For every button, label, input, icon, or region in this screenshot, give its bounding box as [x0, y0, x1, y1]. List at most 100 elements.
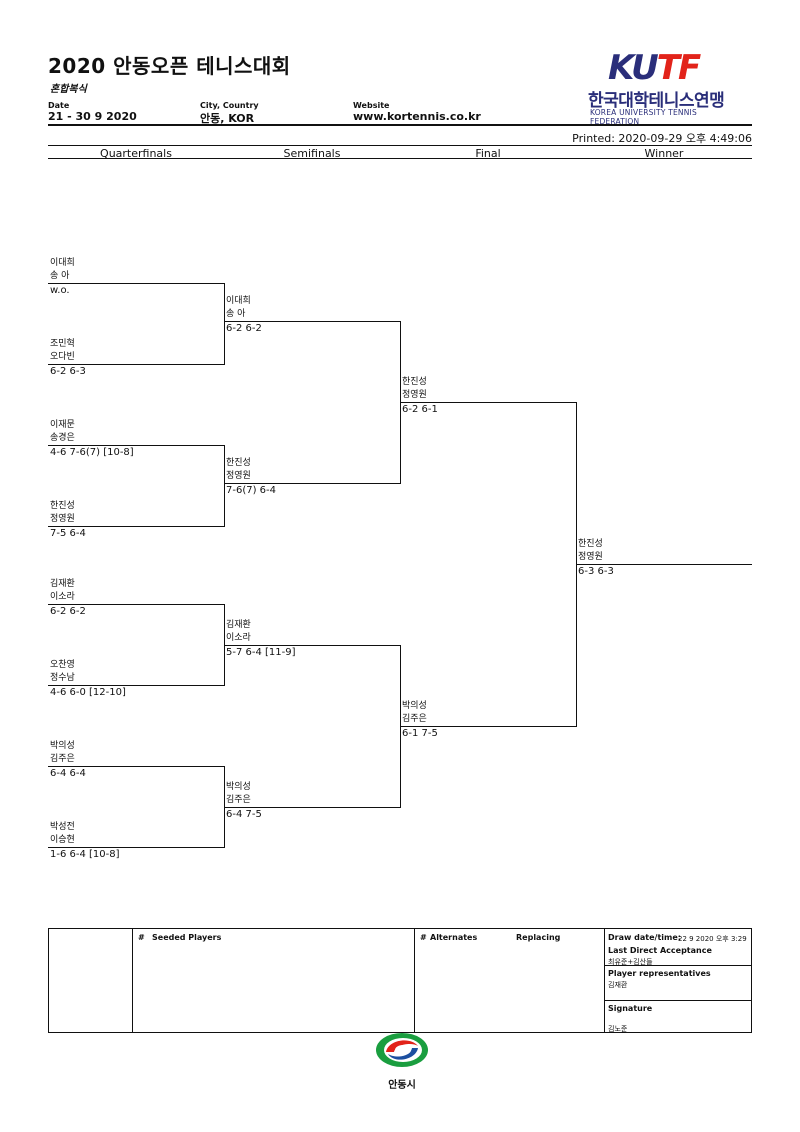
qf-entry-7-line [48, 766, 224, 767]
andong-city-logo: 안동시 [370, 1030, 434, 1091]
kutf-logo-letters: KUTF [608, 48, 701, 88]
player-representatives-label: Player representatives [608, 969, 711, 978]
final-entry-2-player1: 박의성 [402, 701, 427, 711]
qf-entry-4-score: 7-5 6-4 [50, 528, 86, 539]
event-subtitle: 혼합복식 [50, 84, 87, 95]
qf-entry-7-score: 6-4 6-4 [50, 768, 86, 779]
last-direct-acceptance-value: 최유준+김산들 [608, 958, 653, 966]
sf-entry-3-score: 5-7 6-4 [11-9] [226, 647, 296, 658]
qf-entry-8-line [48, 847, 224, 848]
sf-entry-1-player1: 이대희 [226, 296, 251, 306]
round-header-quarterfinals: Quarterfinals [100, 147, 172, 160]
qf-entry-6-score: 4-6 6-0 [12-10] [50, 687, 126, 698]
round-header-winner: Winner [644, 147, 684, 160]
qf-entry-5-player2: 이소라 [50, 592, 75, 602]
city-label: City, Country [200, 101, 259, 110]
sf-entry-4-line [224, 807, 400, 808]
footer-divider-5 [604, 1000, 752, 1001]
qf-entry-5-score: 6-2 6-2 [50, 606, 86, 617]
seeded-players-label: Seeded Players [152, 933, 222, 942]
date-value: 21 - 30 9 2020 [48, 110, 137, 123]
qf-entry-4-line [48, 526, 224, 527]
sf-entry-2-player1: 한진성 [226, 458, 251, 468]
winner-player2: 정영원 [578, 552, 603, 562]
player-representatives-value: 김재환 [608, 981, 628, 989]
qf-entry-3-score: 4-6 7-6(7) [10-8] [50, 447, 134, 458]
qf-entry-1-player2: 송 아 [50, 271, 70, 281]
signature-label: Signature [608, 1004, 653, 1013]
final-entry-1-player2: 정영원 [402, 390, 427, 400]
sf-entry-1-line [224, 321, 400, 322]
final-entry-2-line [400, 726, 576, 727]
qf-entry-1-score: w.o. [50, 285, 70, 296]
qf-entry-4-player1: 한진성 [50, 501, 75, 511]
round-header-final: Final [475, 147, 501, 160]
city-value: 안동, KOR [200, 112, 255, 125]
footer-divider-1 [132, 928, 133, 1033]
round-divider-bottom [48, 158, 752, 159]
sf-entry-4-player2: 김주은 [226, 795, 251, 805]
sf-entry-2-player2: 정영원 [226, 471, 251, 481]
qf-entry-7-player2: 김주은 [50, 754, 75, 764]
qf-entry-2-player2: 오다빈 [50, 352, 75, 362]
sf-entry-3-line [224, 645, 400, 646]
replacing-label: Replacing [516, 933, 561, 942]
website-label: Website [353, 101, 390, 110]
draw-datetime-label: Draw date/time: [608, 933, 681, 942]
qf-entry-4-player2: 정영원 [50, 514, 75, 524]
winner-score: 6-3 6-3 [578, 566, 614, 577]
sf-entry-4-player1: 박의성 [226, 782, 251, 792]
final-entry-1-line [400, 402, 576, 403]
sf-entry-2-line [224, 483, 400, 484]
header-divider [48, 124, 752, 126]
final-entry-2-score: 6-1 7-5 [402, 728, 438, 739]
printed-timestamp: Printed: 2020-09-29 오후 4:49:06 [572, 132, 752, 145]
website-value: www.kortennis.co.kr [353, 110, 481, 123]
sf-entry-3-player1: 김재환 [226, 620, 251, 630]
qf-connector-2 [224, 445, 225, 527]
qf-entry-3-line [48, 445, 224, 446]
andong-emblem-icon [376, 1033, 428, 1067]
date-label: Date [48, 101, 70, 110]
draw-datetime-value: 22 9 2020 오후 3:29 [678, 935, 747, 943]
qf-entry-6-player2: 정수남 [50, 673, 75, 683]
qf-entry-6-line [48, 685, 224, 686]
sf-entry-4-score: 6-4 7-5 [226, 809, 262, 820]
signature-value: 김노준 [608, 1025, 628, 1033]
final-entry-1-player1: 한진성 [402, 377, 427, 387]
qf-entry-2-line [48, 364, 224, 365]
qf-entry-1-player1: 이대희 [50, 258, 75, 268]
qf-entry-2-player1: 조민혁 [50, 339, 75, 349]
round-divider-top [48, 145, 752, 146]
qf-entry-3-player1: 이재문 [50, 420, 75, 430]
footer-divider-3 [604, 928, 605, 1033]
tournament-title: 2020 안동오픈 테니스대회 [48, 54, 291, 78]
kutf-english-name: KOREA UNIVERSITY TENNIS FEDERATION [590, 108, 697, 126]
qf-entry-8-player2: 이승현 [50, 835, 75, 845]
footer-box [48, 928, 752, 1033]
winner-player1: 한진성 [578, 539, 603, 549]
round-header-semifinals: Semifinals [283, 147, 341, 160]
seeded-hash: # [138, 933, 145, 942]
final-entry-2-player2: 김주은 [402, 714, 427, 724]
qf-entry-7-player1: 박의성 [50, 741, 75, 751]
qf-entry-6-player1: 오찬영 [50, 660, 75, 670]
final-entry-1-score: 6-2 6-1 [402, 404, 438, 415]
alternates-hash: # [420, 933, 427, 942]
alternates-label: Alternates [430, 933, 478, 942]
qf-connector-1 [224, 283, 225, 365]
qf-entry-3-player2: 송경은 [50, 433, 75, 443]
kutf-logo: KUTF 한국대학테니스연맹 KOREA UNIVERSITY TENNIS F… [588, 48, 748, 126]
sf-entry-2-score: 7-6(7) 6-4 [226, 485, 277, 496]
sf-entry-3-player2: 이소라 [226, 633, 251, 643]
andong-city-name: 안동시 [388, 1080, 416, 1091]
qf-entry-2-score: 6-2 6-3 [50, 366, 86, 377]
kutf-korean-name: 한국대학테니스연맹 [588, 91, 725, 111]
qf-entry-5-line [48, 604, 224, 605]
last-direct-acceptance-label: Last Direct Acceptance [608, 946, 712, 955]
footer-divider-4 [604, 965, 752, 966]
qf-entry-8-player1: 박성전 [50, 822, 75, 832]
winner-line [576, 564, 752, 565]
qf-entry-8-score: 1-6 6-4 [10-8] [50, 849, 120, 860]
qf-entry-1-line [48, 283, 224, 284]
